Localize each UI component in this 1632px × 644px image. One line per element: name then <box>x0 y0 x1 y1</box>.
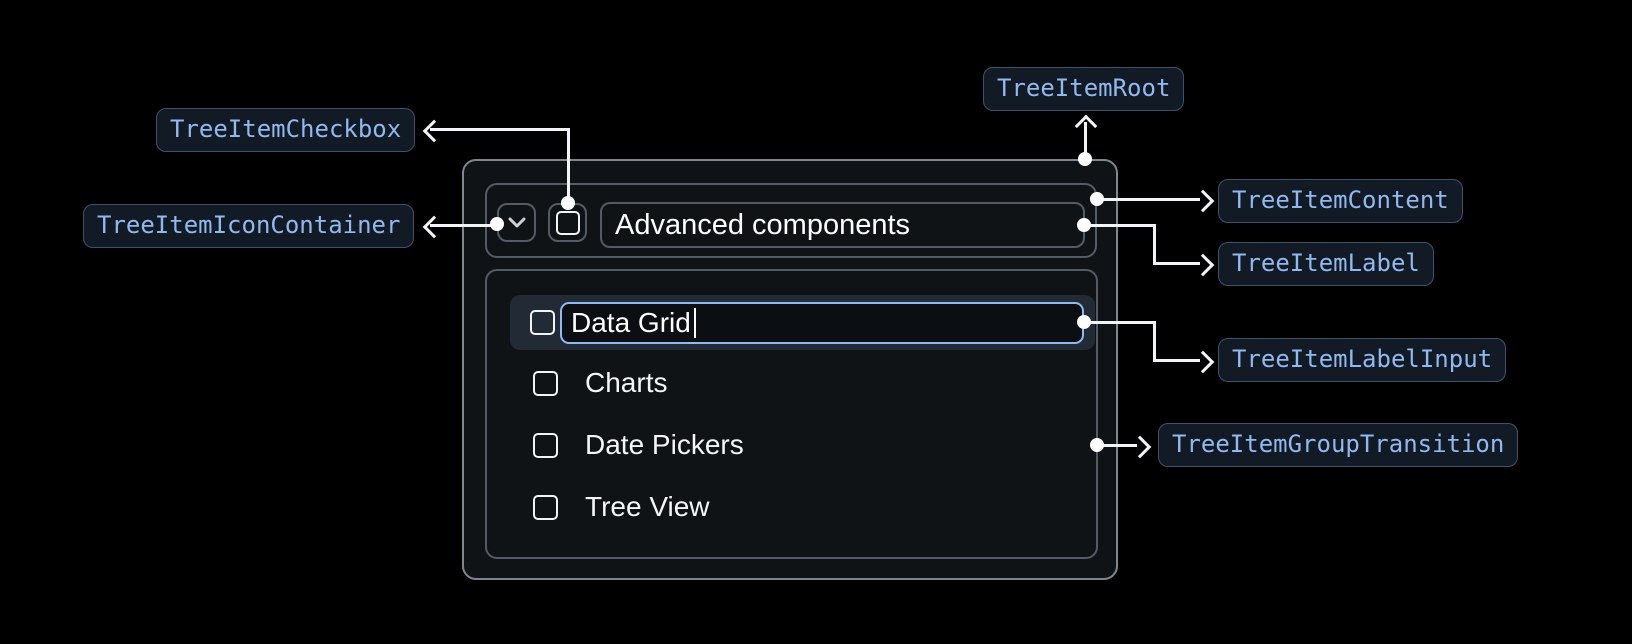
annotation-tree-item-label: TreeItemLabel <box>1218 242 1434 286</box>
annotation-tree-item-icon-container: TreeItemIconContainer <box>83 204 415 248</box>
arrowhead-left-icon <box>422 215 446 238</box>
checkbox-data-grid[interactable] <box>530 310 555 335</box>
tree-item-charts[interactable]: Charts <box>585 367 668 398</box>
connector-dot <box>1078 152 1092 166</box>
annotation-tree-item-group-transition: TreeItemGroupTransition <box>1158 423 1519 467</box>
connector-line <box>566 127 570 200</box>
tree-item-root <box>462 159 1118 580</box>
connector-line <box>430 127 569 131</box>
tree-item-tree-view[interactable]: Tree View <box>585 491 710 522</box>
tree-item-label-input[interactable]: Data Grid <box>560 302 1084 344</box>
connector-line <box>1097 197 1200 201</box>
connector-dot <box>1090 192 1104 206</box>
connector-dot <box>1090 438 1104 452</box>
annotation-tree-item-label-input: TreeItemLabelInput <box>1218 338 1507 382</box>
connector-line <box>430 223 498 227</box>
parent-item-label: Advanced components <box>615 208 911 241</box>
connector-dot <box>1077 218 1091 232</box>
connector-line <box>1084 320 1156 324</box>
connector-line <box>1153 223 1156 265</box>
tree-item-date-pickers[interactable]: Date Pickers <box>585 429 744 460</box>
text-caret <box>693 308 697 338</box>
connector-dot <box>490 217 504 231</box>
connector-dot <box>1077 315 1091 329</box>
annotation-tree-item-content: TreeItemContent <box>1218 179 1463 223</box>
connector-line <box>1083 122 1087 160</box>
annotation-tree-item-checkbox: TreeItemCheckbox <box>156 108 416 152</box>
arrowhead-right-icon <box>1191 350 1215 373</box>
arrowhead-right-icon <box>1191 189 1215 212</box>
connector-line <box>1097 443 1137 447</box>
connector-line <box>1153 358 1200 362</box>
arrowhead-right-icon <box>1128 435 1152 458</box>
connector-line <box>1084 223 1156 227</box>
annotation-tree-item-root: TreeItemRoot <box>983 67 1185 111</box>
connector-line <box>1153 320 1156 362</box>
checkbox-tree-view[interactable] <box>533 495 558 520</box>
checkbox-date-pickers[interactable] <box>533 433 558 458</box>
label-input-value: Data Grid <box>571 307 691 338</box>
connector-dot <box>561 196 575 210</box>
tree-item-content[interactable] <box>485 183 1097 258</box>
connector-line <box>1153 261 1200 265</box>
arrowhead-right-icon <box>1191 253 1215 276</box>
checkbox-charts[interactable] <box>533 371 558 396</box>
chevron-down-icon <box>508 217 525 228</box>
tree-item-group-transition <box>485 269 1098 559</box>
tree-item-label: Advanced components <box>600 202 1085 248</box>
arrowhead-left-icon <box>422 119 446 142</box>
checkbox-unchecked-icon <box>555 210 580 235</box>
